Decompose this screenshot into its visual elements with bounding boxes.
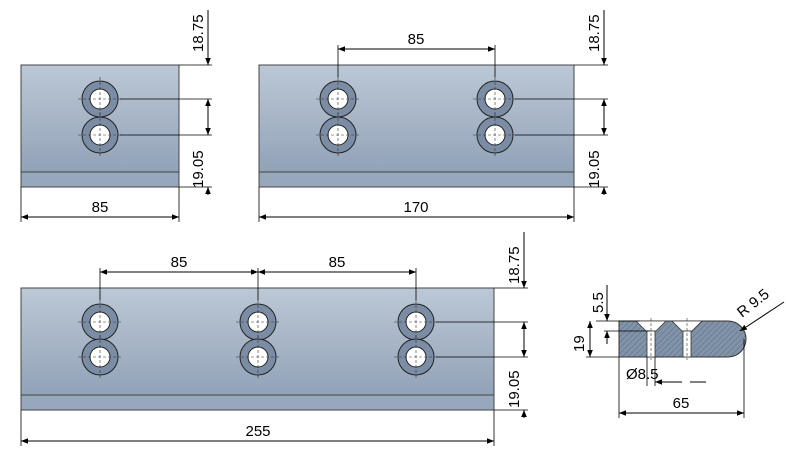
section-view: 5.5 19 Ø8.5 R 9.5 65 (571, 285, 785, 418)
dim-hole-diameter: Ø8.5 (626, 366, 659, 383)
dim-radius: R 9.5 (734, 286, 773, 321)
dim-large-top: 18.75 (506, 246, 523, 284)
dim-small-top: 18.75 (190, 14, 207, 52)
plate-large-strip (20, 394, 495, 411)
dim-medium-bottom: 19.05 (586, 150, 603, 188)
dim-medium-top: 18.75 (586, 14, 603, 52)
plate-medium-strip (258, 171, 575, 188)
dim-section-height: 19 (571, 335, 588, 352)
plate-small-strip (20, 171, 180, 188)
dim-small-width: 85 (92, 199, 109, 216)
plate-large: 85 85 18.75 19.05 255 (20, 232, 528, 446)
dim-large-width: 255 (245, 423, 270, 440)
dim-large-bottom: 19.05 (506, 370, 523, 408)
dim-small-bottom: 19.05 (190, 150, 207, 188)
dim-section-width: 65 (673, 395, 690, 412)
plate-small: 18.75 19.05 85 (20, 10, 212, 222)
dim-medium-width: 170 (403, 199, 428, 216)
dim-large-spacing-1: 85 (171, 254, 188, 271)
plate-medium-body (258, 64, 575, 188)
plate-medium: 85 18.75 19.05 170 (258, 10, 608, 222)
dim-counterbore: 5.5 (590, 292, 607, 313)
dim-medium-spacing: 85 (408, 31, 425, 48)
dim-large-spacing-2: 85 (329, 254, 346, 271)
